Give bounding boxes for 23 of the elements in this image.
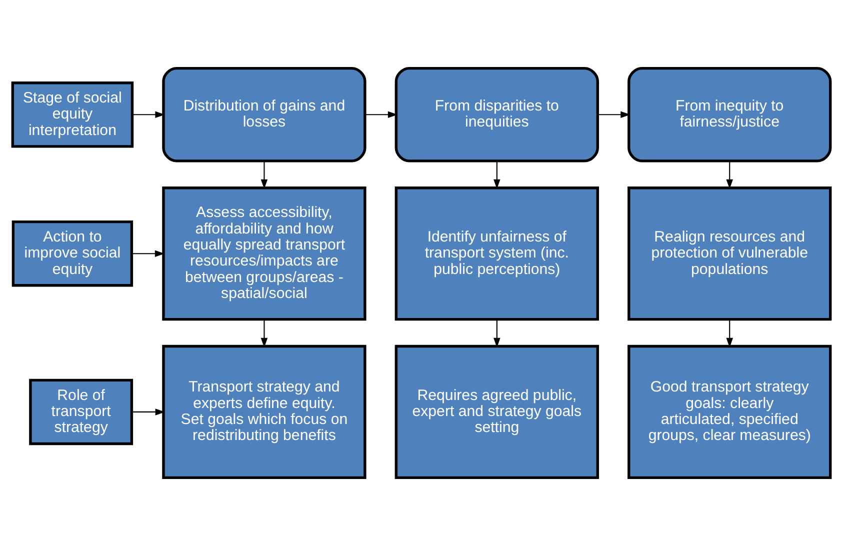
node-box: Action to improve social equity — [12, 220, 134, 287]
arrow — [726, 320, 734, 348]
node-box: Good transport strategy goals: clearly articulated, specified groups, clear measures) — [628, 344, 832, 480]
arrow — [132, 408, 166, 416]
node-box: Role of transport strategy — [29, 378, 134, 446]
arrow — [494, 320, 500, 348]
arrow — [132, 250, 165, 257]
arrow — [598, 111, 630, 118]
arrow — [260, 161, 268, 190]
node-box: From disparities to inequities — [394, 66, 599, 162]
node-box: Distribution of gains and losses — [162, 66, 366, 162]
node-box: Stage of social equity interpretation — [11, 82, 134, 148]
node-box: Requires agreed public, expert and strategy goals setting — [394, 344, 599, 480]
arrow — [726, 161, 734, 190]
node-box: Identify unfairness of transport system (inc. public perceptions) — [394, 186, 599, 321]
node-box: Transport strategy and experts define equity. Set goals which focus on redistributing benefits — [162, 344, 366, 480]
node-box: From inequity to fairness/justice — [628, 66, 832, 162]
arrow — [132, 111, 165, 118]
arrow — [494, 161, 500, 190]
node-box: Assess accessibility, affordability and how equally spread transport resources/impacts are between groups/areas - spatial/social — [162, 186, 366, 321]
arrow — [260, 320, 268, 348]
arrow — [365, 111, 398, 118]
node-box: Realign resources and protection of vulnerable populations — [628, 186, 832, 321]
